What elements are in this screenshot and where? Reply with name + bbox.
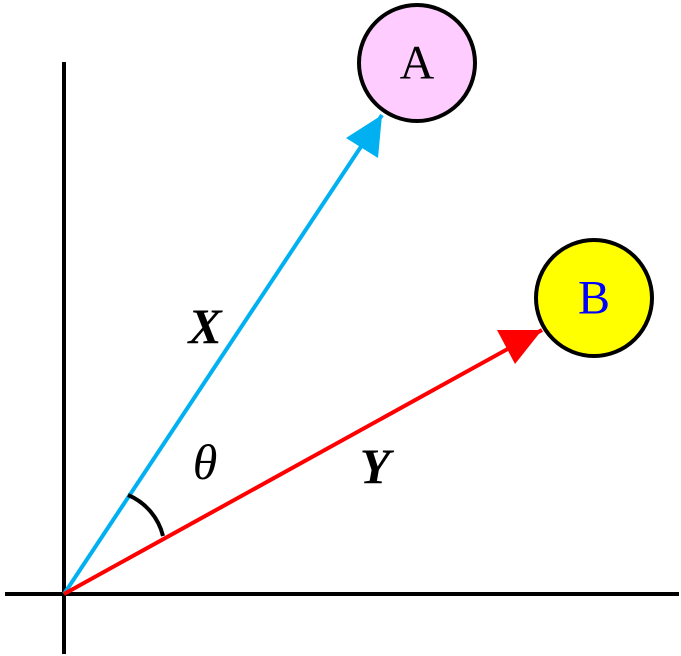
angle-theta-label: θ	[193, 434, 218, 490]
node-a-label: A	[400, 37, 435, 90]
node-b-label: B	[578, 272, 610, 325]
node-a: A	[357, 3, 477, 123]
node-b-circle	[534, 238, 654, 358]
vector-y-arrow	[63, 328, 543, 596]
vector-x-arrowhead	[346, 115, 382, 158]
vector-y-arrowhead	[497, 330, 542, 364]
vector-y-label: Y	[360, 438, 395, 494]
node-b: B	[534, 238, 654, 358]
vector-x-arrow	[62, 113, 384, 596]
vector-x-label: X	[186, 298, 223, 354]
node-a-circle	[357, 3, 477, 123]
angle-arc	[127, 493, 165, 537]
